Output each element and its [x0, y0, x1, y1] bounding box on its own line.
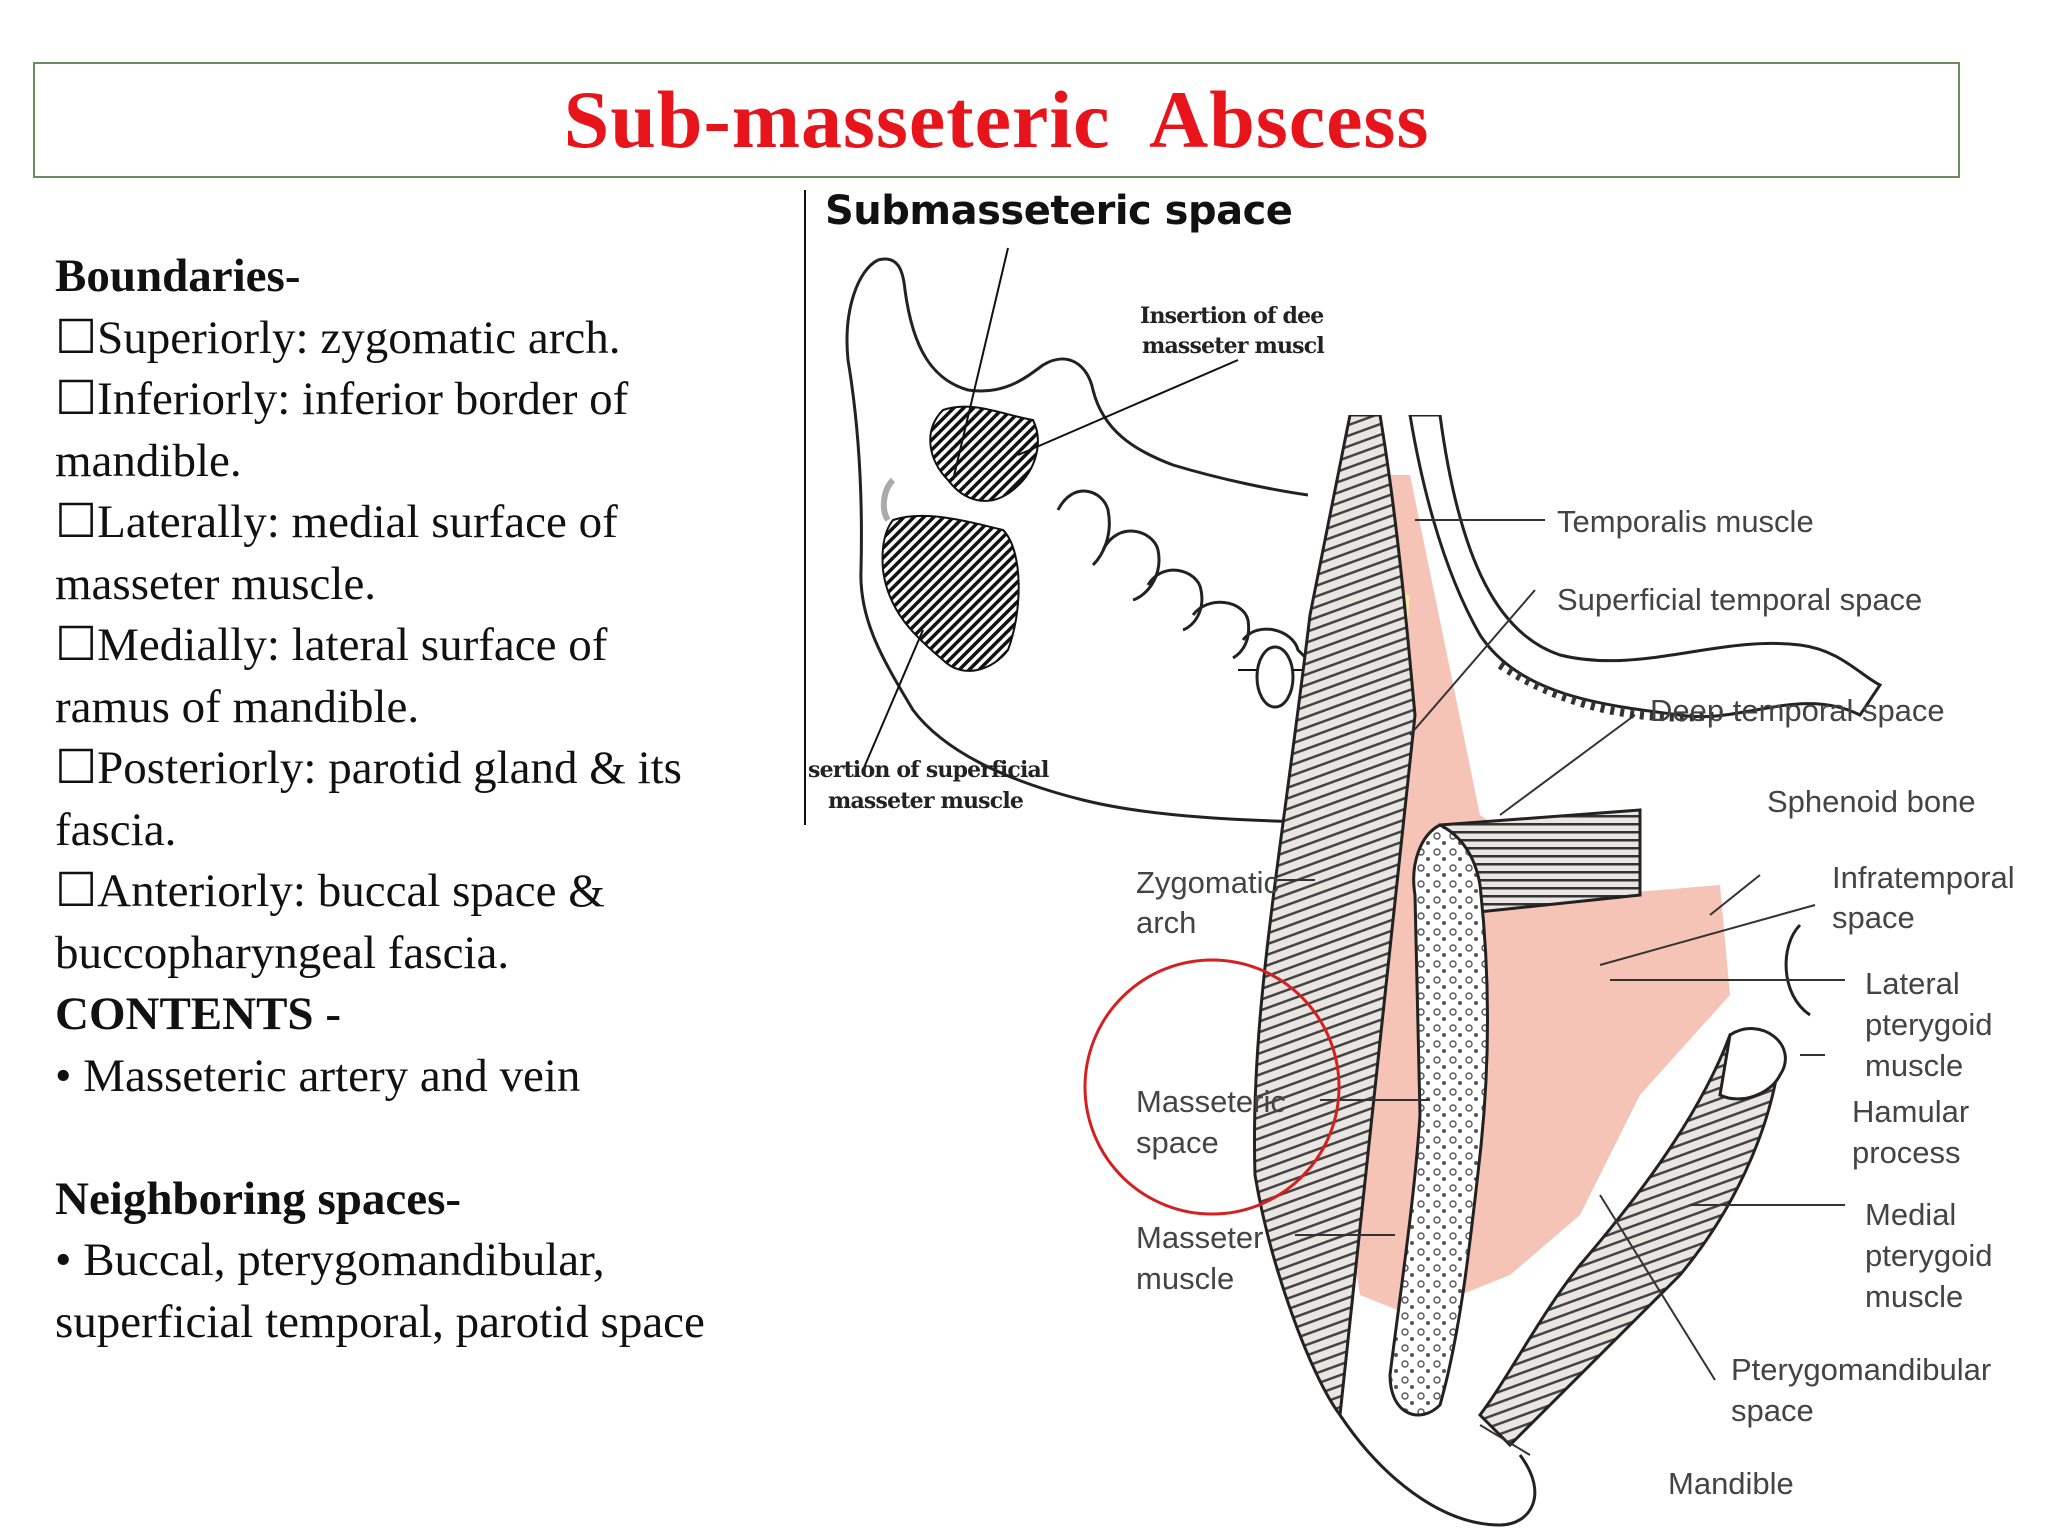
- boundary-superior: ☐Superiorly: zygomatic arch.: [55, 311, 621, 364]
- boundary-posterior: ☐Posteriorly: parotid gland & its: [55, 742, 682, 794]
- ramus-of-mandible: [1388, 823, 1489, 1417]
- superficial-masseter-insertion: [881, 514, 1020, 672]
- label-masseter-muscle-1: Masseter: [1136, 1220, 1264, 1255]
- label-masseter-muscle-2: muscle: [1136, 1261, 1235, 1296]
- boundary-lateral: ☐Laterally: medial surface of: [55, 496, 618, 548]
- slide-title: Sub-masseteric Abscess: [563, 74, 1430, 165]
- label-masseteric-space-1: Masseteric: [1136, 1084, 1286, 1119]
- label-lateral-pterygoid-2: pterygoid: [1865, 1007, 1993, 1042]
- label-infratemporal-space-1: Infratemporal: [1832, 860, 2015, 895]
- boundary-anterior-cont: buccopharyngeal fascia.: [55, 926, 510, 979]
- highlight-circle: [1083, 958, 1341, 1216]
- label-superficial-temporal-space: Superficial temporal space: [1557, 582, 1923, 617]
- title-box: Sub-masseteric Abscess: [33, 62, 1960, 178]
- label-deep-insertion-1: Insertion of dee: [1140, 303, 1324, 329]
- label-medial-pterygoid-3: muscle: [1865, 1279, 1964, 1314]
- label-superficial-insertion-2: masseter muscle: [828, 788, 1024, 814]
- boundary-inferior: ☐Inferiorly: inferior border of: [55, 373, 629, 425]
- label-deep-insertion-2: masseter muscl: [1142, 333, 1325, 359]
- boundary-inferior-cont: mandible.: [55, 434, 242, 487]
- temporalis-masseter-muscle: [1252, 415, 1417, 1419]
- label-medial-pterygoid-2: pterygoid: [1865, 1238, 1993, 1273]
- label-pterygomandibular-space-1: Pterygomandibular: [1731, 1352, 1992, 1387]
- text-column: Boundaries- ☐Superiorly: zygomatic arch.…: [55, 246, 855, 1353]
- boundary-anterior: ☐Anteriorly: buccal space &: [55, 865, 605, 917]
- label-hamular-process-2: process: [1852, 1135, 1961, 1170]
- boundaries-heading: Boundaries-: [55, 250, 301, 302]
- label-pterygomandibular-space-2: space: [1731, 1393, 1814, 1428]
- label-medial-pterygoid-1: Medial: [1865, 1197, 1957, 1232]
- label-masseteric-space-2: space: [1136, 1125, 1219, 1160]
- contents-heading: CONTENTS -: [55, 988, 341, 1040]
- label-zygomatic-arch-1: Zygomatic: [1136, 865, 1279, 900]
- label-lateral-pterygoid-1: Lateral: [1865, 966, 1960, 1001]
- label-deep-temporal-space: Deep temporal space: [1650, 693, 1945, 728]
- label-zygomatic-arch-2: arch: [1136, 905, 1197, 940]
- label-superficial-insertion-1: sertion of superficial: [808, 757, 1049, 783]
- deep-masseter-insertion: [929, 405, 1039, 502]
- neighboring-line-1: • Buccal, pterygomandibular,: [55, 1234, 605, 1286]
- medial-pterygoid-muscle: [1478, 1033, 1782, 1448]
- boundary-medial-cont: ramus of mandible.: [55, 680, 420, 733]
- boundary-posterior-cont: fascia.: [55, 803, 177, 856]
- mandible-lateral-figure: [803, 190, 1308, 825]
- submasseteric-figure-title: Submasseteric space: [825, 188, 1293, 234]
- label-temporalis-muscle: Temporalis muscle: [1557, 504, 1814, 539]
- label-lateral-pterygoid-3: muscle: [1865, 1048, 1964, 1083]
- zygomatic-arch-shape: [1255, 645, 1295, 709]
- boundary-lateral-cont: masseter muscle.: [55, 557, 377, 610]
- neighboring-heading: Neighboring spaces-: [55, 1172, 462, 1225]
- coronal-section-figure: [1083, 415, 1883, 1527]
- label-hamular-process-1: Hamular: [1852, 1094, 1970, 1129]
- neighboring-line-2: superficial temporal, parotid space: [55, 1295, 705, 1348]
- label-sphenoid-bone: Sphenoid bone: [1767, 784, 1976, 819]
- contents-item: • Masseteric artery and vein: [55, 1049, 581, 1102]
- label-infratemporal-space-2: space: [1832, 900, 1915, 935]
- boundary-medial: ☐Medially: lateral surface of: [55, 619, 608, 671]
- label-mandible: Mandible: [1668, 1466, 1794, 1501]
